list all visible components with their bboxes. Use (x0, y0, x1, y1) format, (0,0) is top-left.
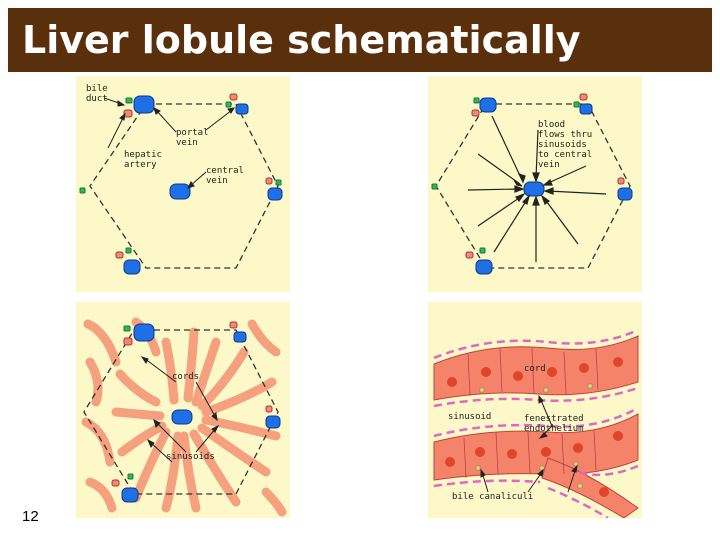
central-vein-shape (169, 183, 191, 200)
label-sinusoids: sinusoids (166, 452, 215, 462)
label-hepatic-artery: hepatic artery (124, 150, 162, 170)
portal-triad-bottom-left (115, 247, 141, 275)
label-sinusoid: sinusoid (448, 412, 492, 422)
label-bile-duct: bile duct (86, 84, 108, 104)
label-cord: cord (524, 364, 546, 374)
label-central-vein: central vein (206, 166, 244, 186)
portal-triad-top-right (225, 93, 249, 115)
portal-triad-left (79, 187, 86, 194)
panel-cord-detail: cord sinusoid fenestrated endothelium bi… (428, 302, 642, 518)
portal-triad-right (265, 177, 283, 201)
label-bile-canaliculi: bile canaliculi (452, 492, 534, 502)
panel-cords-sinusoids: cords sinusoids (76, 302, 290, 518)
portal-triad-top-left (123, 95, 155, 118)
label-fenestrated-endothelium: fenestrated endothelium (524, 414, 584, 434)
lobule-outline-diagram (79, 93, 283, 275)
cord-detail-diagram (433, 328, 639, 518)
blood-flow-diagram (431, 93, 633, 275)
page-number: 12 (22, 508, 39, 525)
title-bar: Liver lobule schematically (8, 8, 712, 72)
panel-blood-flow: blood flows thru sinusoids to central ve… (428, 76, 642, 292)
slide-title: Liver lobule schematically (22, 18, 581, 62)
label-blood-flows: blood flows thru sinusoids to central ve… (538, 120, 593, 170)
panel-lobule-outline: bile duct portal vein hepatic artery cen… (76, 76, 290, 292)
label-cords: cords (172, 372, 200, 382)
label-portal-vein: portal vein (176, 128, 209, 148)
cords-diagram (81, 317, 287, 517)
